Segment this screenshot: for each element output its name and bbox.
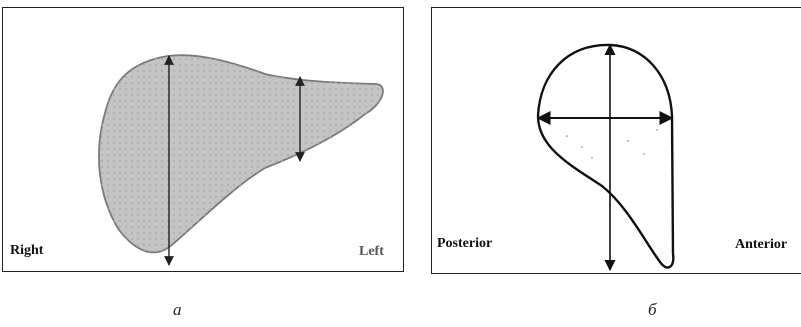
- label-left: Left: [359, 244, 384, 260]
- panel-b-sagittal-view: Posterior Anterior: [431, 7, 801, 274]
- label-anterior: Anterior: [735, 237, 787, 253]
- label-posterior: Posterior: [437, 236, 492, 252]
- panel-a-frontal-view: Right Left: [2, 7, 404, 272]
- panel-b-drawing: [432, 8, 801, 275]
- caption-a: a: [173, 300, 182, 320]
- panel-a-drawing: [3, 8, 405, 273]
- caption-b: б: [648, 300, 657, 320]
- label-right: Right: [10, 243, 43, 259]
- liver-shape-sagittal: [538, 45, 673, 268]
